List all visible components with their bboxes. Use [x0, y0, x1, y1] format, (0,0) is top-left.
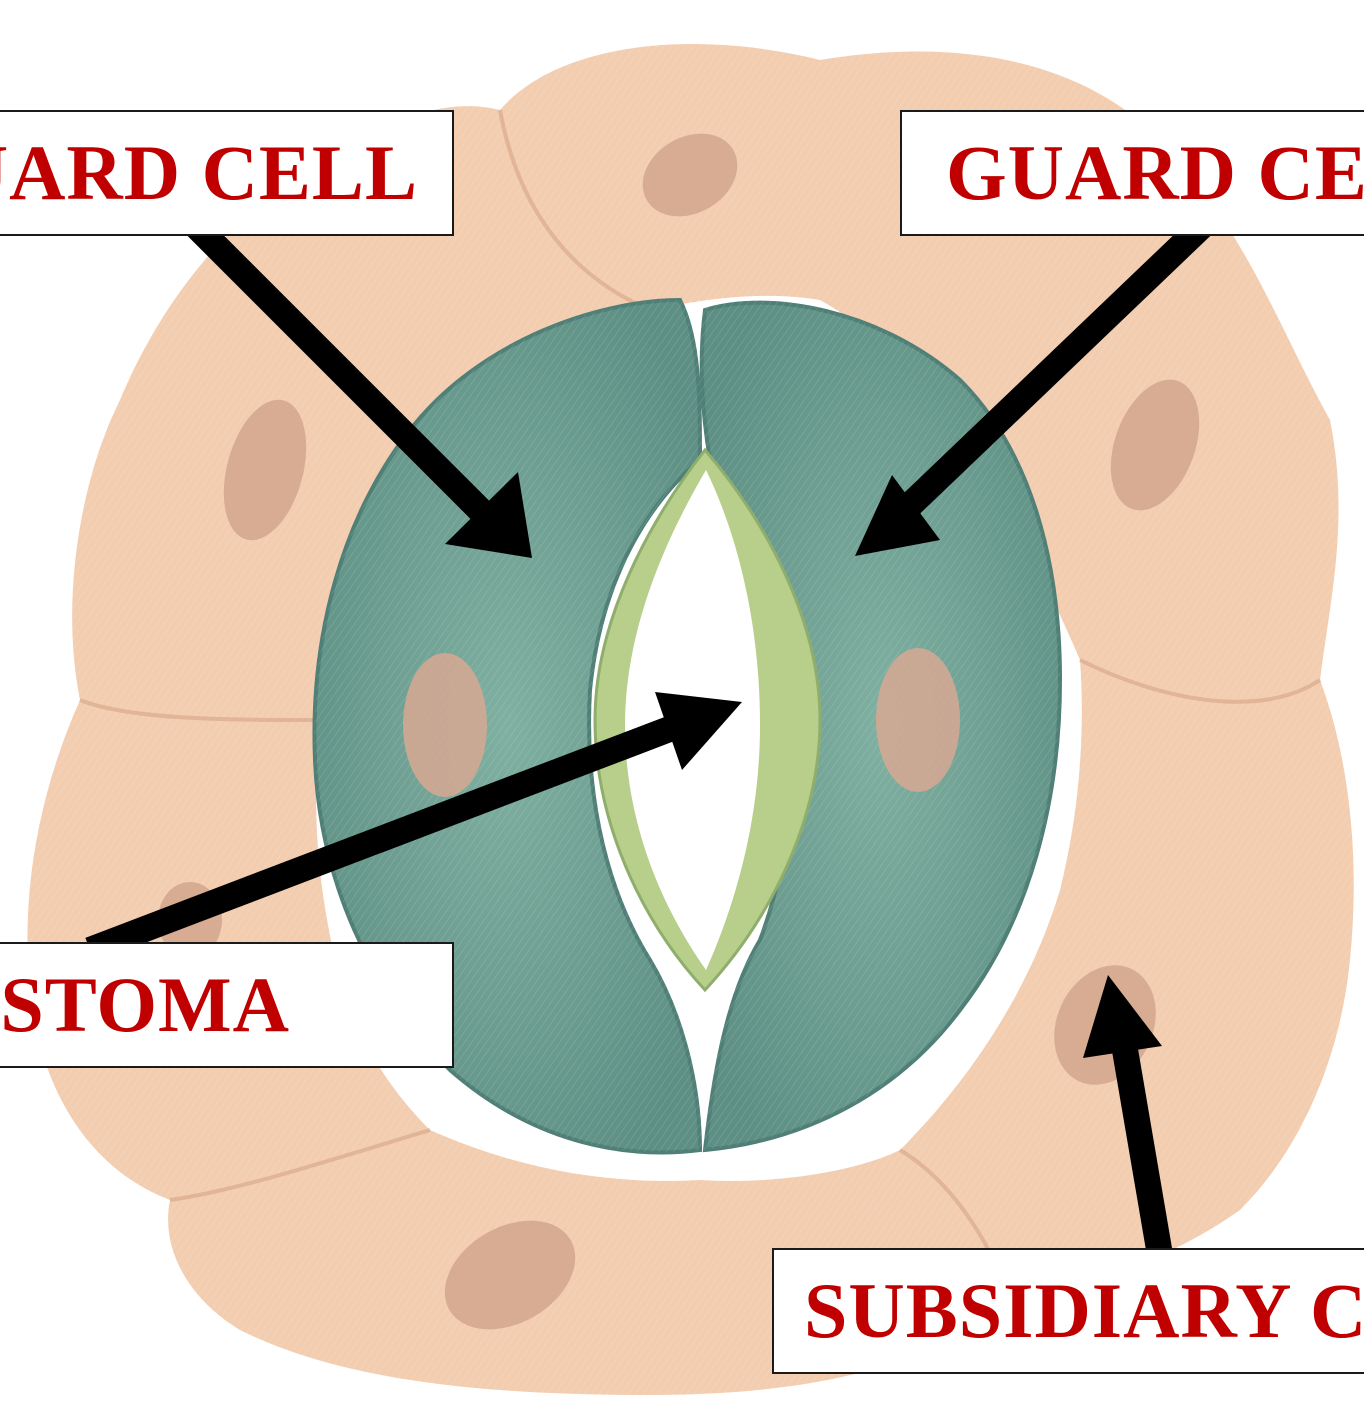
stoma-label: STOMA [0, 942, 454, 1068]
guard-cell-label-right-text: GUARD CELL [946, 134, 1364, 212]
guard-nucleus-left [403, 653, 487, 797]
guard-cell-label-right: GUARD CELL [900, 110, 1364, 236]
guard-nucleus-right [876, 648, 960, 792]
subsidiary-cell-label-text: SUBSIDIARY CELL [804, 1272, 1364, 1350]
stoma-label-text: STOMA [0, 966, 290, 1044]
guard-cell-label-left: GUARD CELL [0, 110, 454, 236]
subsidiary-cell-label: SUBSIDIARY CELL [772, 1248, 1364, 1374]
guard-cell-label-left-text: GUARD CELL [0, 134, 418, 212]
